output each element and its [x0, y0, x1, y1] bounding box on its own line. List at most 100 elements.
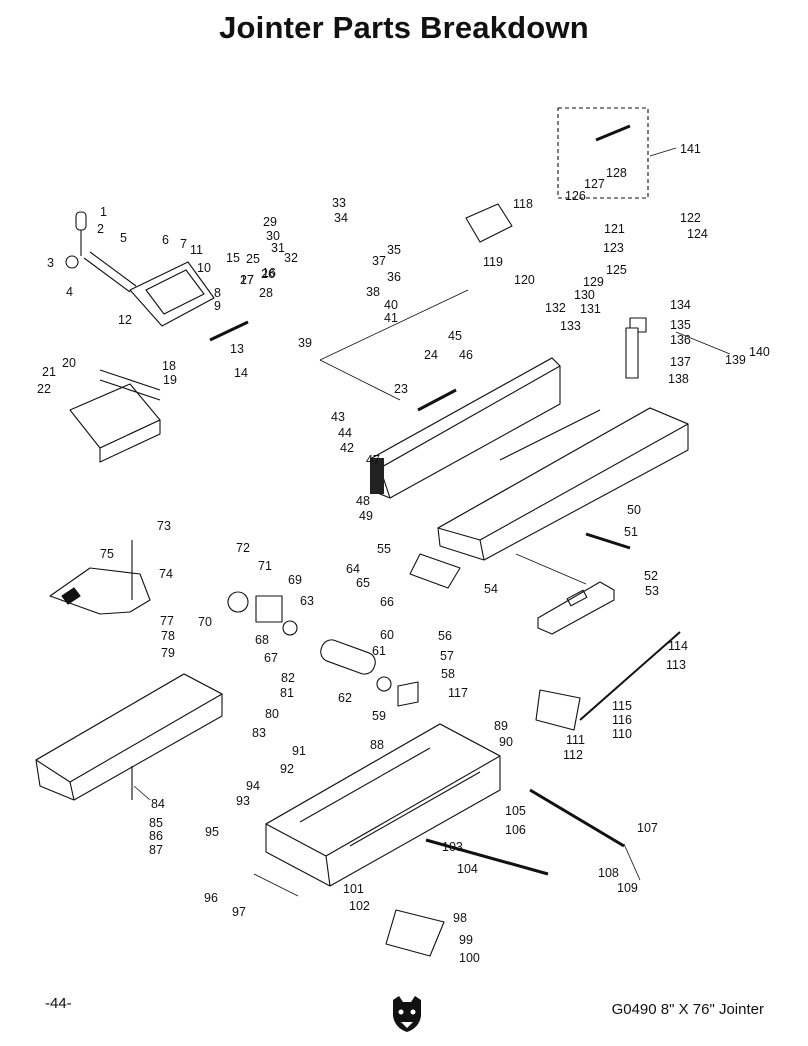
part-callout-14: 14	[234, 366, 248, 380]
part-callout-123: 123	[603, 241, 624, 255]
rods	[209, 124, 681, 876]
part-callout-33: 33	[332, 196, 346, 210]
part-callout-37: 37	[372, 254, 386, 268]
part-callout-47: 47	[366, 453, 380, 467]
model-name: G0490 8" X 76" Jointer	[611, 1001, 764, 1018]
part-callout-11: 11	[190, 243, 203, 257]
part-callout-94: 94	[246, 779, 260, 793]
part-callout-132: 132	[545, 301, 566, 315]
part-callout-108: 108	[598, 866, 619, 880]
page-title: Jointer Parts Breakdown	[219, 10, 589, 45]
part-callout-102: 102	[349, 899, 370, 913]
cutterhead-guard	[49, 540, 151, 615]
part-callout-15: 15	[226, 251, 240, 265]
small-parts	[385, 203, 647, 957]
part-callout-10: 10	[197, 261, 211, 275]
fence-bracket	[537, 581, 615, 635]
part-callout-51: 51	[624, 525, 638, 539]
part-callout-136: 136	[670, 333, 691, 347]
part-callout-87: 87	[149, 843, 163, 857]
part-callout-20: 20	[62, 356, 76, 370]
part-callout-90: 90	[499, 735, 513, 749]
part-callout-129: 129	[583, 275, 604, 289]
part-callout-121: 121	[604, 222, 625, 236]
part-callout-70: 70	[198, 615, 212, 629]
part-callout-21: 21	[42, 365, 56, 379]
part-callout-131: 131	[580, 302, 601, 316]
part-callout-4: 4	[66, 285, 73, 299]
part-callout-60: 60	[380, 628, 394, 642]
part-callout-86: 86	[149, 829, 163, 843]
part-callout-91: 91	[292, 744, 306, 758]
part-callout-27: 27	[240, 273, 254, 287]
part-callout-96: 96	[204, 891, 218, 905]
part-callout-69: 69	[288, 573, 302, 587]
part-callout-73: 73	[157, 519, 171, 533]
part-callout-105: 105	[505, 804, 526, 818]
part-callout-74: 74	[159, 567, 173, 581]
leaders	[133, 147, 731, 897]
part-callout-64: 64	[346, 562, 360, 576]
part-callout-17: 17	[240, 273, 254, 287]
part-callout-46: 46	[459, 348, 473, 362]
part-callout-28: 28	[259, 286, 273, 300]
part-callout-62: 62	[338, 691, 352, 705]
part-callout-1: 1	[100, 205, 107, 219]
part-callout-125: 125	[606, 263, 627, 277]
part-callout-126: 126	[565, 189, 586, 203]
fence-bracket-assembly	[69, 369, 161, 463]
part-callout-52: 52	[644, 569, 658, 583]
part-callout-92: 92	[280, 762, 294, 776]
part-callout-130: 130	[574, 288, 595, 302]
part-callout-133: 133	[560, 319, 581, 333]
part-callout-141: 141	[680, 142, 701, 156]
part-callout-89: 89	[494, 719, 508, 733]
part-callout-77: 77	[160, 614, 174, 628]
part-callout-30: 30	[266, 229, 280, 243]
part-callout-32: 32	[284, 251, 298, 265]
part-callout-13: 13	[230, 342, 244, 356]
part-callout-79: 79	[161, 646, 175, 660]
part-callout-50: 50	[627, 503, 641, 517]
part-callout-88: 88	[370, 738, 384, 752]
part-callout-112: 112	[563, 748, 583, 762]
infeed-table	[370, 357, 561, 499]
part-callout-9: 9	[214, 299, 221, 313]
part-callout-122: 122	[680, 211, 701, 225]
part-callout-38: 38	[366, 285, 380, 299]
part-callout-75: 75	[100, 547, 114, 561]
part-callout-127: 127	[584, 177, 605, 191]
infeed-table-long	[35, 673, 223, 801]
part-callout-134: 134	[670, 298, 691, 312]
part-callout-45: 45	[448, 329, 462, 343]
part-callout-104: 104	[457, 862, 478, 876]
part-callout-42: 42	[340, 441, 354, 455]
part-callout-85: 85	[149, 816, 163, 830]
part-callout-97: 97	[232, 905, 246, 919]
part-callout-83: 83	[252, 726, 266, 740]
part-callout-41: 41	[384, 311, 398, 325]
part-callout-140: 140	[749, 345, 770, 359]
part-callout-49: 49	[359, 509, 373, 523]
part-callout-43: 43	[331, 410, 345, 424]
page-number: -44-	[45, 995, 72, 1012]
part-callout-118: 118	[513, 197, 533, 211]
part-callout-81: 81	[280, 686, 294, 700]
part-callout-56: 56	[438, 629, 452, 643]
part-callout-54: 54	[484, 582, 498, 596]
part-callout-25: 25	[246, 252, 260, 266]
fence-carriage	[65, 211, 215, 327]
part-callout-124: 124	[687, 227, 708, 241]
part-callout-40: 40	[384, 298, 398, 312]
part-callout-39: 39	[298, 336, 312, 350]
part-callout-58: 58	[441, 667, 455, 681]
part-callout-44: 44	[338, 426, 352, 440]
part-callout-29: 29	[263, 215, 277, 229]
part-callout-35: 35	[387, 243, 401, 257]
part-callout-101: 101	[343, 882, 364, 896]
part-callout-107: 107	[637, 821, 658, 835]
part-callout-119: 119	[483, 255, 503, 269]
part-callout-95: 95	[205, 825, 219, 839]
part-callout-7: 7	[180, 237, 187, 251]
